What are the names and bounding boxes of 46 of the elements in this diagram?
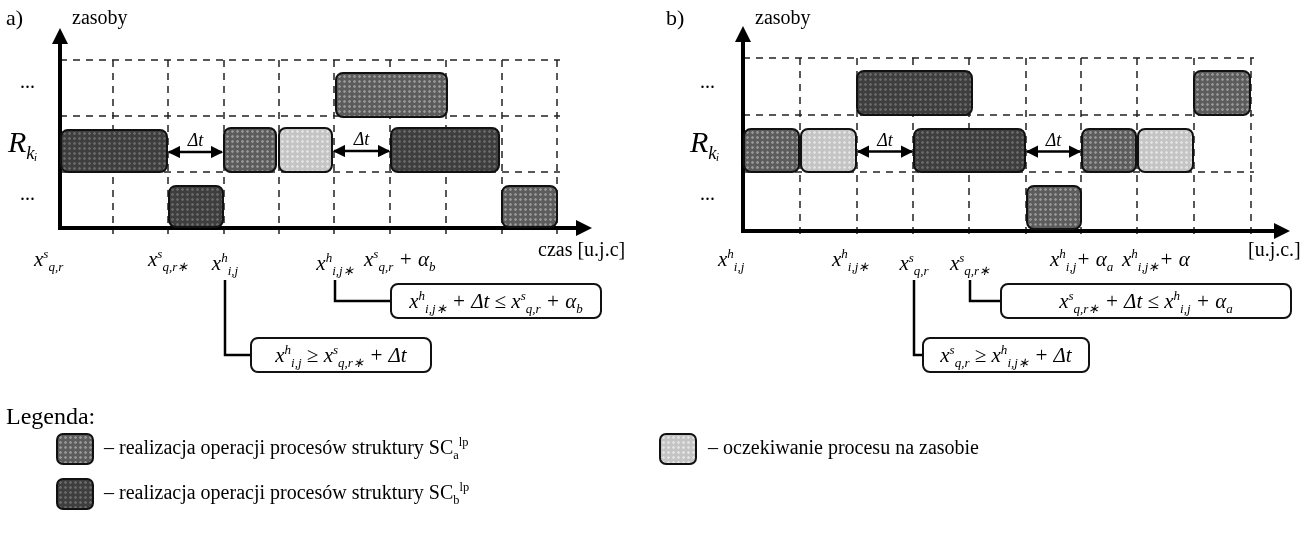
leader-line [912, 280, 922, 357]
text-label: x$^{h}$$_{i,j}$+ α$_{a}$ [1050, 248, 1114, 272]
double-arrow [167, 145, 224, 159]
edge-label: Δt [185, 131, 206, 149]
operation-block [1081, 128, 1137, 173]
text-label: x$^{s}$$_{q,r}$ + α$_{b}$ [364, 248, 436, 272]
operation-block [501, 185, 558, 228]
text-label: ... [700, 70, 715, 92]
constraint-box: x$^{h}$$_{i,j∗}$ + Δt ≤ x$^{s}$$_{q,r}$ + α$_{b}$ [390, 283, 602, 319]
edge-label: Δt [1043, 130, 1064, 149]
operation-block [223, 127, 277, 173]
constraint-box: x$^{s}$$_{q,r∗}$ + Δt ≤ x$^{h}$$_{i,j}$ + α$_{a}$ [1000, 283, 1292, 319]
operation-block [1026, 185, 1082, 230]
operation-block [743, 128, 800, 173]
constraint-box: x$^{h}$$_{i,j}$ ≥ x$^{s}$$_{q,r∗}$ + Δt [250, 337, 432, 373]
waiting-block [800, 128, 857, 173]
text-label: a) [6, 6, 24, 31]
text-label: [u.j.c.] [1248, 238, 1301, 260]
text-label: ... [20, 182, 35, 204]
operation-block [856, 70, 973, 116]
leader-line [968, 280, 1000, 303]
text-label: Legenda: [6, 403, 96, 430]
operation-block [60, 129, 168, 173]
edge-label: Δt [875, 130, 895, 149]
text-label: czas [u.j.c] [538, 238, 626, 260]
text-label: ... [20, 70, 35, 92]
constraint-box: x$^{s}$$_{q,r}$ ≥ x$^{h}$$_{i,j∗}$ + Δt [922, 337, 1090, 373]
operation-block [1193, 70, 1251, 116]
double-arrow [856, 145, 914, 158]
operation-block [913, 128, 1026, 173]
edge-label: Δt [351, 130, 372, 148]
text-label: zasoby [72, 6, 128, 28]
text-label: ... [700, 182, 715, 204]
operation-block [168, 185, 224, 228]
text-label: x$^{h}$$_{i,j∗}$+ α [1122, 248, 1190, 272]
legend-text: – oczekiwanie procesu na zasobie [708, 436, 979, 459]
operation-block [335, 72, 448, 118]
text-label: b) [666, 6, 685, 31]
operation-block [390, 127, 500, 173]
leader-line [333, 280, 390, 303]
text-label: zasoby [755, 6, 811, 28]
double-arrow [332, 144, 391, 158]
leader-line [223, 280, 250, 357]
waiting-block [1137, 128, 1194, 173]
waiting-block [278, 127, 333, 173]
double-arrow [1025, 145, 1082, 158]
